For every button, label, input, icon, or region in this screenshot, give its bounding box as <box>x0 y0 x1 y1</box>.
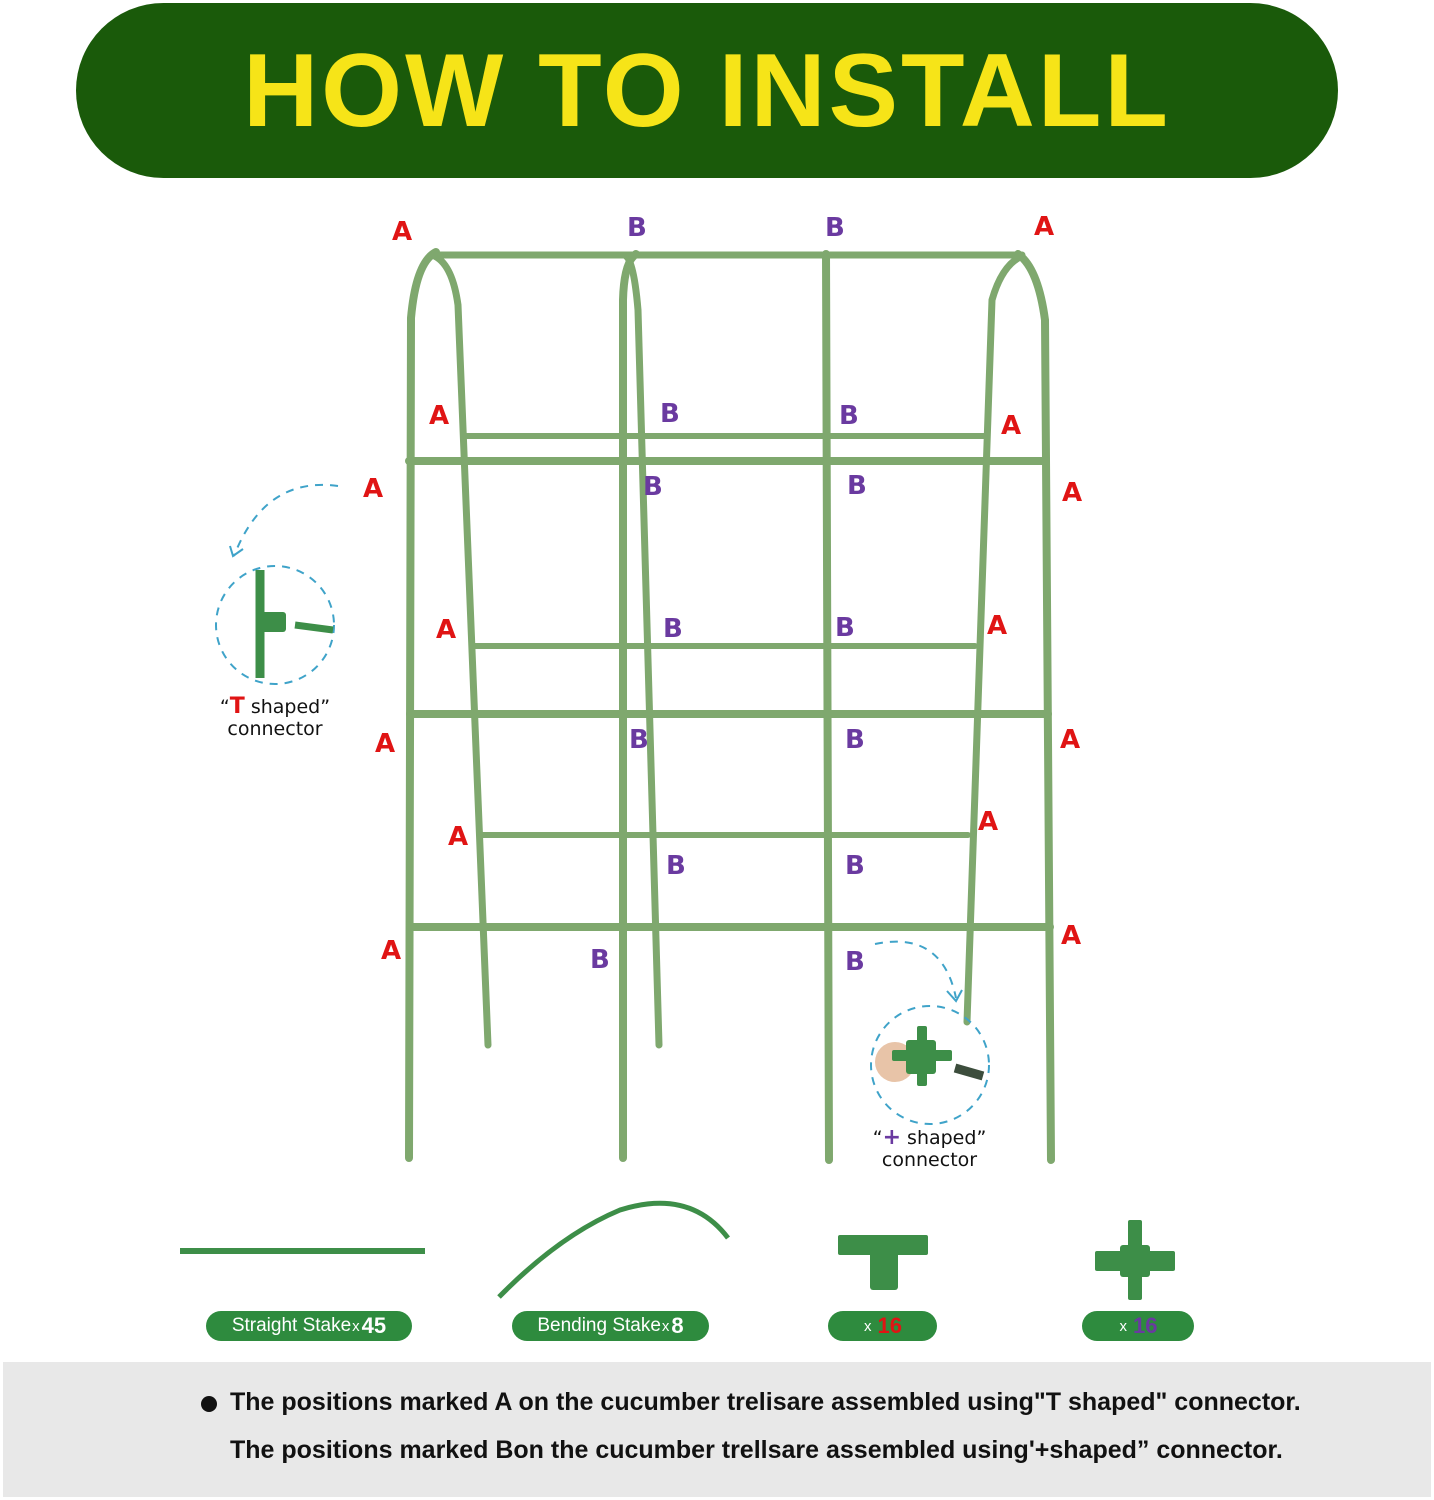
t-connector-count-pill: x 16 <box>828 1311 937 1341</box>
position-label-b: B <box>629 725 649 755</box>
bending-stake-icon <box>497 1200 730 1299</box>
front-arch-left <box>405 248 440 1162</box>
position-label-b: B <box>660 399 680 429</box>
plus-connector-icon <box>1095 1220 1175 1300</box>
position-label-b: B <box>666 851 686 881</box>
position-label-a: A <box>381 936 401 966</box>
position-label-b: B <box>847 471 867 501</box>
position-label-a: A <box>1061 921 1081 951</box>
t-connector-caption: “T shaped” connector <box>205 694 345 741</box>
note-line-1: The positions marked A on the cucumber t… <box>230 1388 1301 1416</box>
position-label-a: A <box>448 822 468 852</box>
part-count: 8 <box>671 1313 684 1338</box>
trellis-frame <box>405 248 1055 1164</box>
position-label-a: A <box>987 611 1007 641</box>
position-label-a: A <box>436 615 456 645</box>
position-label-b: B <box>643 472 663 502</box>
part-name: Bending Stake <box>537 1315 661 1336</box>
t-connector-photo-icon <box>255 570 334 678</box>
bullet-icon <box>201 1396 217 1412</box>
part-multiplier: x <box>661 1317 670 1335</box>
plus-connector-count-pill: x 16 <box>1082 1311 1194 1341</box>
assembly-note: The positions marked A on the cucumber t… <box>3 1362 1431 1497</box>
position-label-b: B <box>839 401 859 431</box>
position-label-a: A <box>429 401 449 431</box>
page-title: HOW TO INSTALL <box>243 32 1171 149</box>
position-label-b: B <box>835 613 855 643</box>
front-arch-right <box>1014 250 1055 1164</box>
straight-stake-count-pill: Straight Stake x 45 <box>206 1311 412 1341</box>
position-label-b: B <box>845 851 865 881</box>
plus-connector-photo-icon <box>875 1026 985 1086</box>
note-line-2: The positions marked Bon the cucumber tr… <box>230 1436 1283 1464</box>
part-multiplier: x <box>352 1317 360 1335</box>
part-count: 45 <box>361 1313 387 1338</box>
t-connector-callout <box>215 483 339 685</box>
t-caption-line2: connector <box>227 718 323 740</box>
part-count: 16 <box>1133 1313 1158 1338</box>
plus-caption-line2: connector <box>881 1149 978 1171</box>
position-label-b: B <box>845 725 865 755</box>
title-banner: HOW TO INSTALL <box>76 3 1338 178</box>
position-label-a: A <box>1060 725 1080 755</box>
position-label-a: A <box>375 729 395 759</box>
plus-connector-callout <box>870 940 990 1125</box>
t-caption-text: shaped <box>244 696 321 718</box>
part-name: Straight Stake <box>231 1315 352 1336</box>
position-label-a: A <box>1001 411 1021 441</box>
position-label-b: B <box>825 213 845 243</box>
position-label-b: B <box>663 614 683 644</box>
position-label-a: A <box>978 807 998 837</box>
position-label-b: B <box>627 213 647 243</box>
front-arch-middle <box>619 250 640 1162</box>
position-label-b: B <box>845 947 865 977</box>
position-label-a: A <box>1062 478 1082 508</box>
plus-caption-text: shaped <box>901 1127 977 1149</box>
t-glyph: T <box>229 694 245 719</box>
bending-stake-count-pill: Bending Stake x 8 <box>512 1311 709 1341</box>
position-label-b: B <box>590 945 610 975</box>
position-label-a: A <box>363 474 383 504</box>
part-count: 16 <box>877 1313 902 1338</box>
plus-glyph: + <box>882 1125 901 1150</box>
part-multiplier: x <box>1119 1317 1128 1335</box>
front-post-right-middle <box>822 250 833 1164</box>
t-connector-icon <box>838 1235 928 1290</box>
position-label-a: A <box>392 217 412 247</box>
position-label-a: A <box>1034 212 1054 242</box>
parts-icons <box>180 1200 1175 1300</box>
part-multiplier: x <box>864 1317 872 1335</box>
plus-connector-caption: “+ shaped” connector <box>862 1125 997 1172</box>
